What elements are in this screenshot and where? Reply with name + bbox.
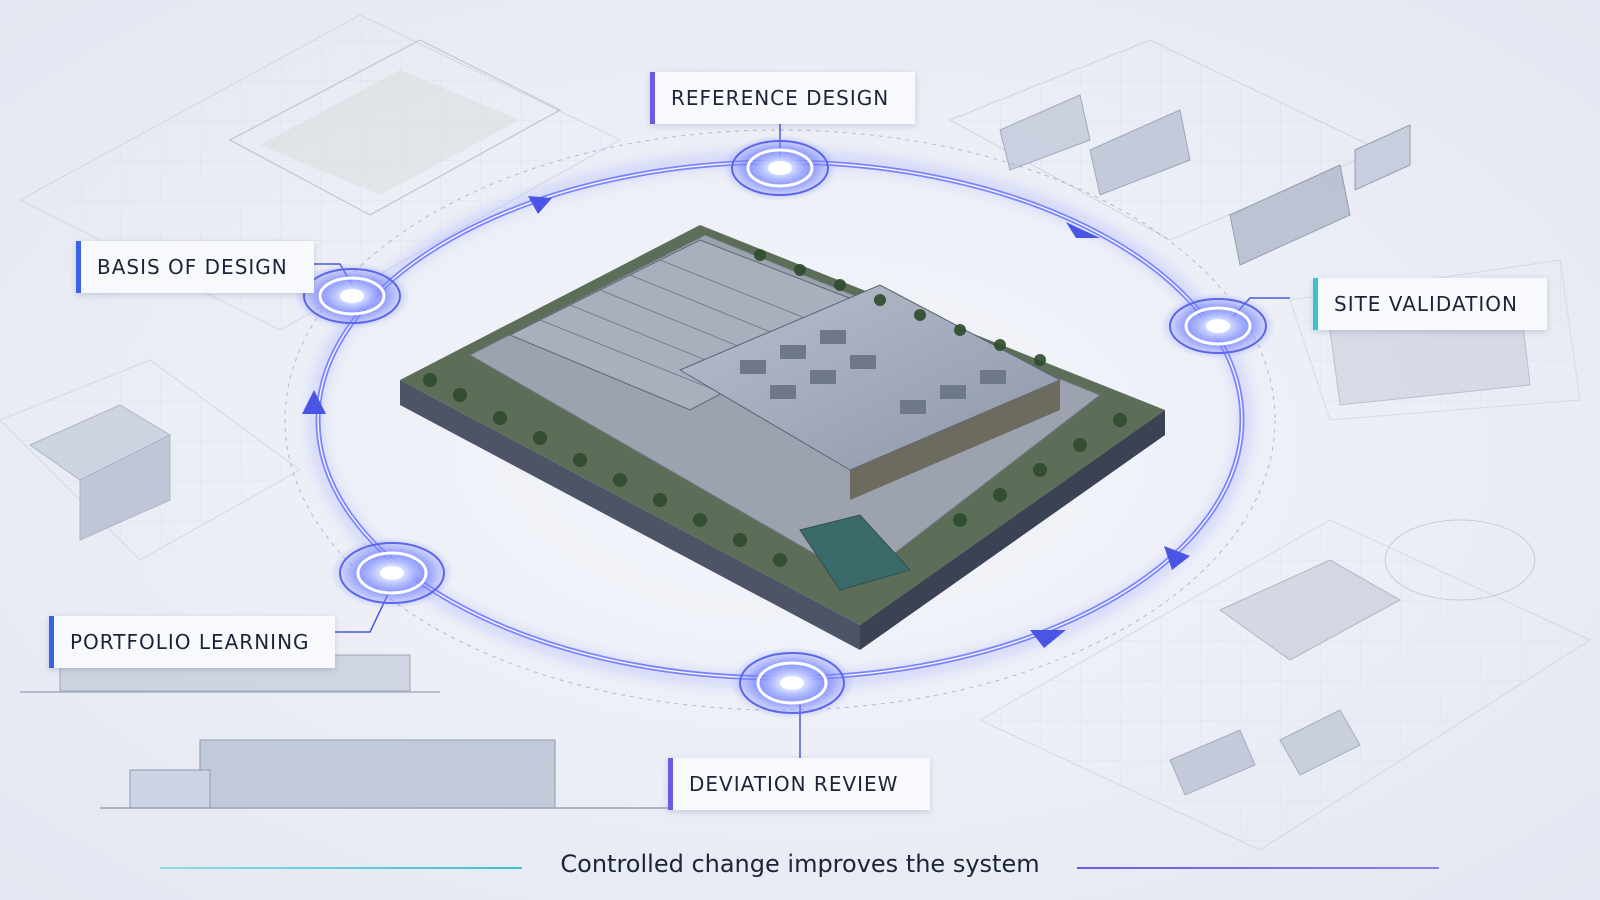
node-site-validation — [1160, 293, 1276, 359]
node-basis-of-design — [294, 263, 410, 329]
node-deviation-review — [730, 647, 854, 719]
arrow-bottom-right-icon — [1030, 630, 1066, 648]
node-reference-design — [722, 135, 838, 201]
arrow-top-right-icon — [1066, 222, 1100, 238]
label-portfolio-learning-text: PORTFOLIO LEARNING — [70, 630, 310, 654]
arrow-top-left-icon — [528, 196, 552, 214]
label-site-validation-text: SITE VALIDATION — [1334, 292, 1518, 316]
data-center-campus — [400, 225, 1165, 650]
node-portfolio-learning — [330, 537, 454, 609]
caption-line-left — [160, 867, 522, 869]
blueprint-sheet-top-right — [948, 39, 1411, 266]
label-reference-design-text: REFERENCE DESIGN — [671, 86, 890, 110]
label-deviation-review: DEVIATION REVIEW — [668, 758, 930, 810]
caption-line-right — [1077, 867, 1439, 869]
arrow-left-icon — [302, 390, 326, 414]
label-site-validation: SITE VALIDATION — [1313, 278, 1547, 330]
label-reference-design: REFERENCE DESIGN — [650, 72, 915, 124]
cycle-nodes — [294, 135, 1276, 719]
label-deviation-review-text: DEVIATION REVIEW — [689, 772, 899, 796]
label-basis-of-design: BASIS OF DESIGN — [76, 241, 314, 293]
arrow-right-icon — [1164, 546, 1190, 570]
blueprint-sheet-left — [0, 359, 301, 561]
cycle-arrows — [302, 196, 1190, 648]
caption-text: Controlled change improves the system — [560, 850, 1040, 878]
label-portfolio-learning: PORTFOLIO LEARNING — [49, 616, 335, 668]
label-basis-of-design-text: BASIS OF DESIGN — [97, 255, 288, 279]
caption: Controlled change improves the system — [0, 846, 1600, 886]
blueprint-sheet-bottom-right — [978, 519, 1592, 851]
